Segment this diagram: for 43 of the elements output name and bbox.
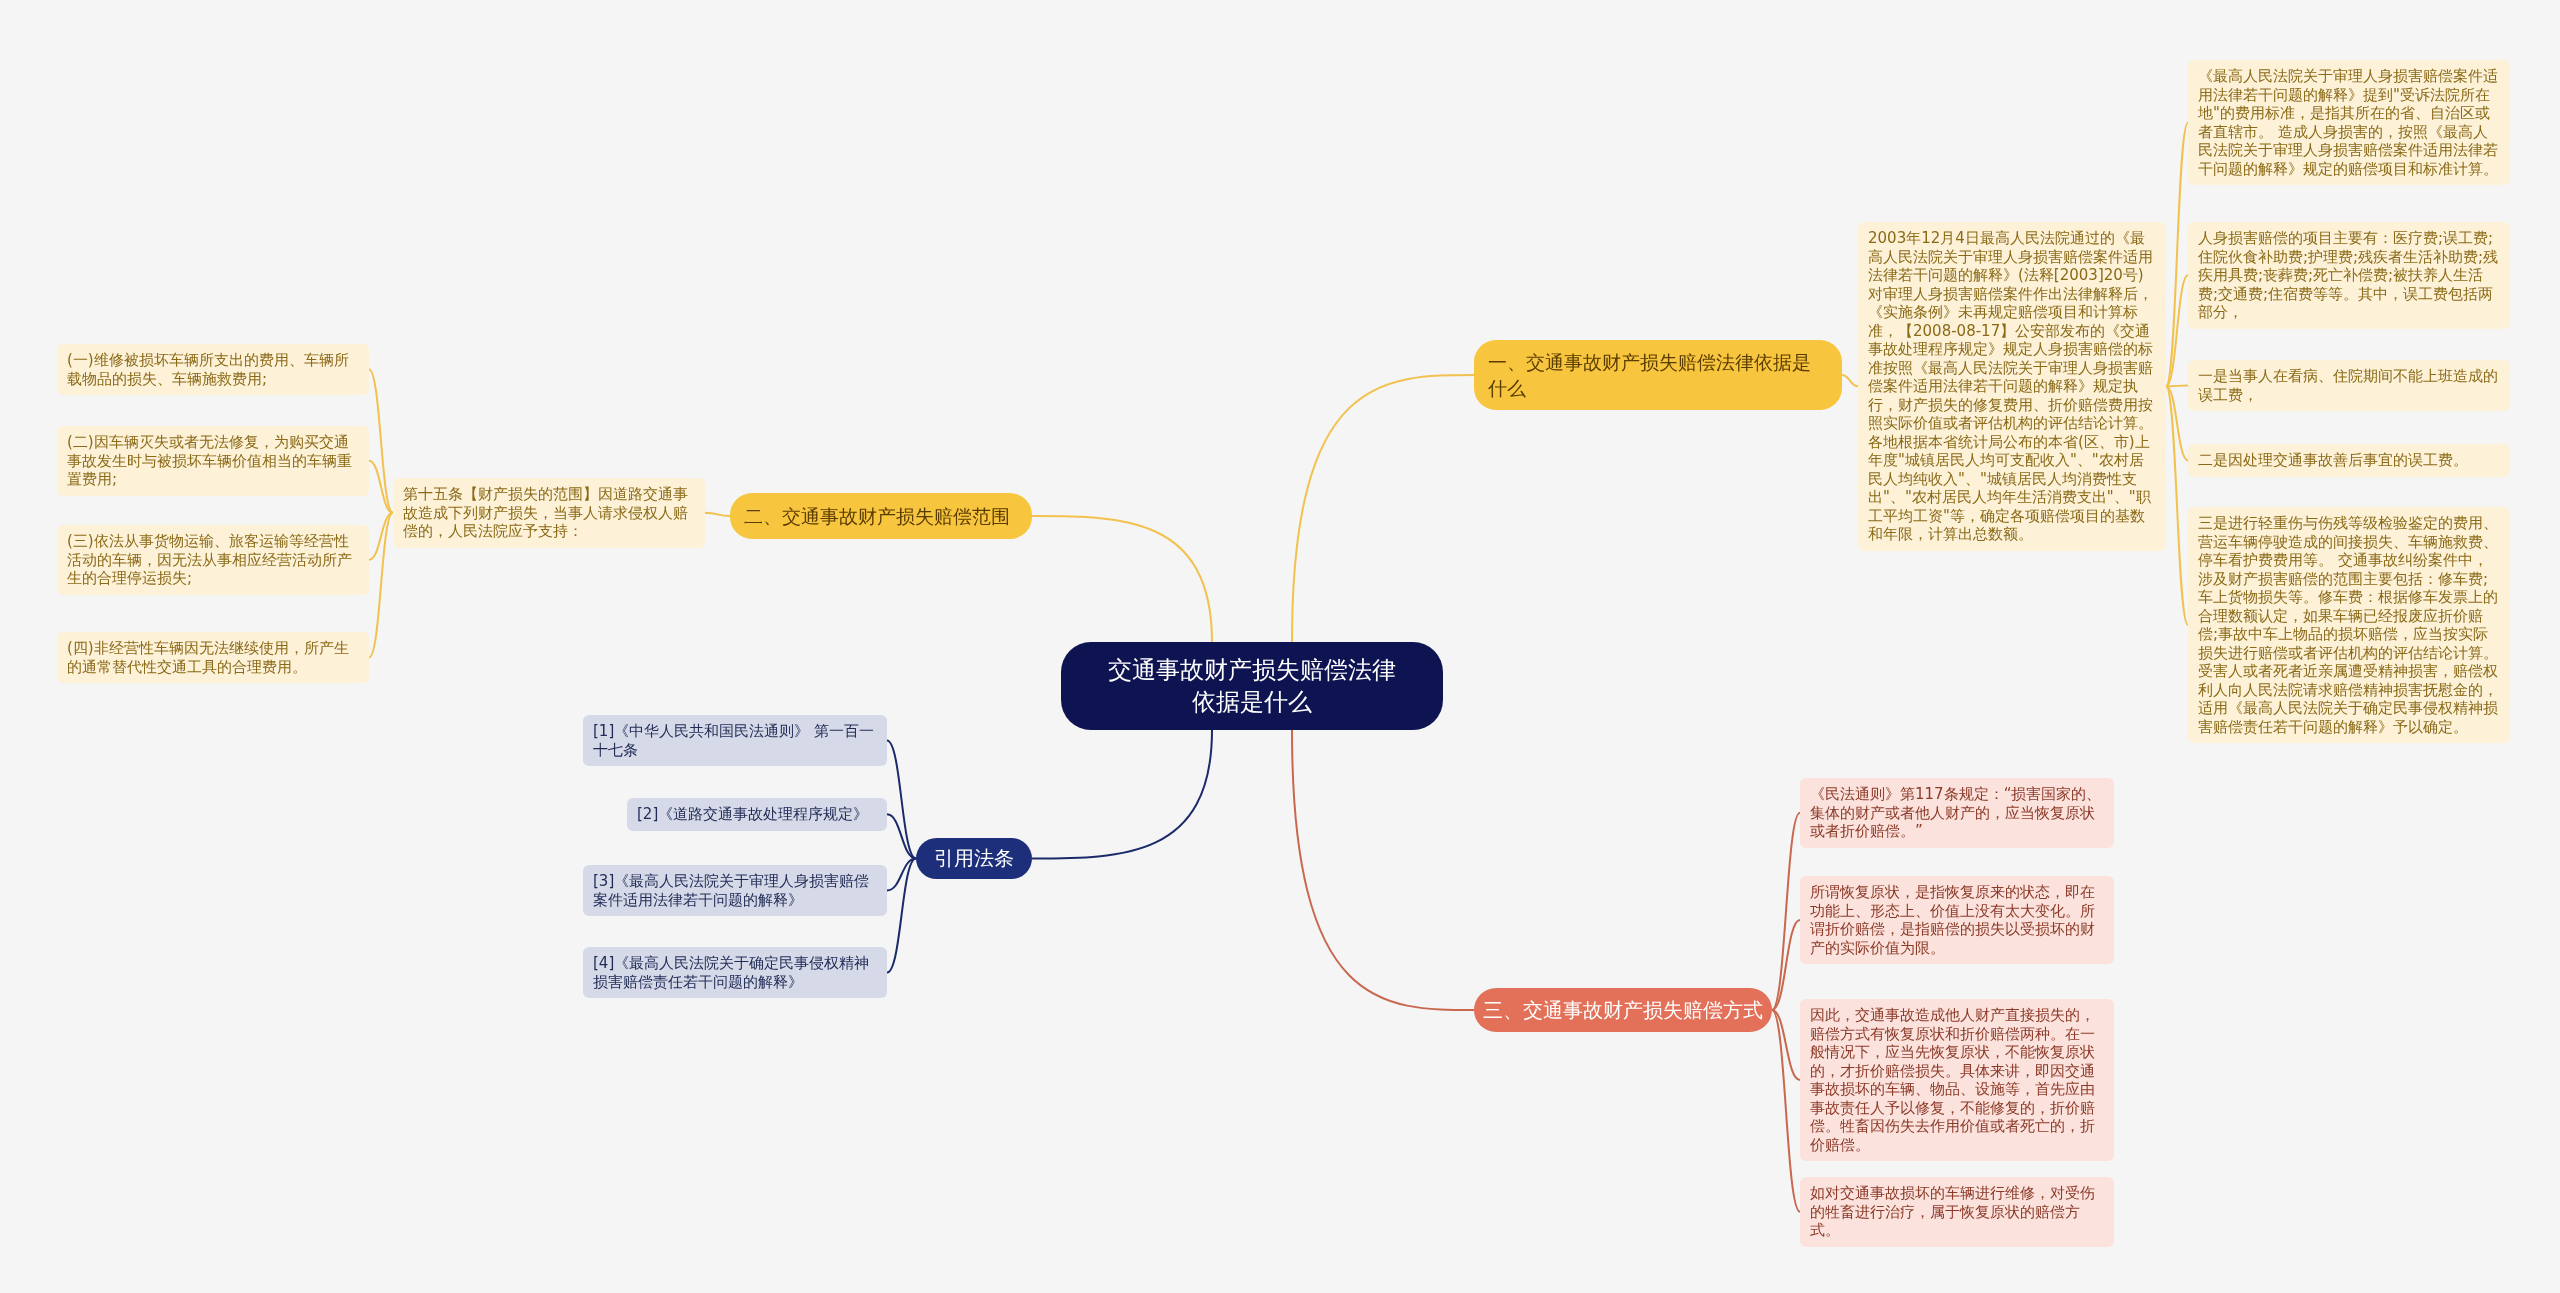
connector-line [1031,515,1213,643]
branch-box: 三、交通事故财产损失赔偿方式 [1474,988,1772,1032]
note-box: 人身损害赔偿的项目主要有：医疗费;误工费;住院伙食补助费;护理费;残疾者生活补助费;残疾用具费;丧葬费;死亡补偿费;被扶养人生活费;交通费;住宿费等等。其中，误工费包括两部分， [2188,222,2510,329]
citation-box: [2]《道路交通事故处理程序规定》 [627,798,887,831]
branch-box: 二、交通事故财产损失赔偿范围 [730,493,1032,539]
connector-line [704,511,731,517]
connector-line [2165,274,2189,388]
note-box: 2003年12月4日最高人民法院通过的《最高人民法院关于审理人身损害赔偿案件适用法律若干问题的解释》(法释[2003]20号)对审理人身损害赔偿案件作出法律解释后，《实施条例》未再规定赔偿项目和计算标准，【2008-08-17】公安部发布的《交通事故处理程序规定》规定人身损害赔偿的标准按照《最高人民法院关于审理人身损害赔偿案件适用法律若干问题的解释》规定执行，财产损失的修复费用、折价赔偿费用按照实际价值或者评估机构的评估结论计算。各地根据本省统计局公布的本省(区、市)上年度"城镇居民人均可支配收入"、"农村居民人均纯收入"、"城镇居民人均消费性支出"、"农村居民人均年生活消费支出"、"职工平均工资"等，确定各项赔偿项目的基数和年限，计算出总数额。 [1858,222,2166,551]
note-box: 第十五条【财产损失的范围】因道路交通事故造成下列财产损失，当事人请求侵权人赔偿的，人民法院应予支持： [393,478,705,548]
connector-line [2165,385,2189,626]
citation-box: [4]《最高人民法院关于确定民事侵权精神损害赔偿责任若干问题的解释》 [583,947,887,998]
note-box: 如对交通事故损坏的车辆进行维修，对受伤的牲畜进行治疗，属于恢复原状的赔偿方式。 [1800,1177,2114,1247]
connector-line [1771,1009,1801,1081]
note-box: 三是进行轻重伤与伤残等级检验鉴定的费用、营运车辆停驶造成的间接损失、车辆施救费、停车看护费费用等。 交通事故纠纷案件中，涉及财产损害赔偿的范围主要包括：修车费;车上货物损失等。修车费：根据修车发票上的合理数额认定，如果车辆已经报废应折价赔偿;事故中车上物品的损坏赔偿，应当按实际损失进行赔偿或者评估机构的评估结论计算。受害人或者死者近亲属遭受精神损害，赔偿权利人向人民法院请求赔偿精神损害抚慰金的，适用《最高人民法院关于确定民事侵权精神损害赔偿责任若干问题的解释》予以确定。 [2188,507,2510,743]
note-box: 《最高人民法院关于审理人身损害赔偿案件适用法律若干问题的解释》提到"受诉法院所在地"的费用标准，是指其所在的省、自治区或者直辖市。 造成人身损害的，按照《最高人民法院关于审理人身损害赔偿案件适用法律若干问题的解释》规定的赔偿项目和标准计算。 [2188,60,2510,185]
connector-line [368,459,394,514]
connector-line [2165,385,2189,462]
note-box: (四)非经营性车辆因无法继续使用，所产生的通常替代性交通工具的合理费用。 [57,632,369,683]
citation-box: [1]《中华人民共和国民法通则》 第一百一十七条 [583,715,887,766]
connector-line [368,511,394,659]
connector-line [886,739,917,860]
note-box: (三)依法从事货物运输、旅客运输等经营性活动的车辆，因无法从事相应经营活动所产生的合理停运损失; [57,525,369,595]
note-box: 二是因处理交通事故善后事宜的误工费。 [2188,444,2510,477]
connector-line [886,857,917,974]
note-box: (一)维修被损坏车辆所支出的费用、车辆所载物品的损失、车辆施救费用; [57,344,369,395]
note-box: 因此，交通事故造成他人财产直接损失的，赔偿方式有恢复原状和折价赔偿两种。在一般情况下，应当先恢复原状，不能恢复原状的，才折价赔偿损失。具体来讲，即因交通事故损坏的车辆、物品、设施等，首先应由事故责任人予以修复，不能修复的，折价赔偿。牲畜因伤失去作用价值或者死亡的，折价赔偿。 [1800,999,2114,1161]
connector-line [2165,384,2189,388]
central-topic-box: 交通事故财产损失赔偿法律依据是什么 [1061,642,1443,730]
note-box: 《民法通则》第117条规定：“损害国家的、集体的财产或者他人财产的，应当恢复原状或者折价赔偿。” [1800,778,2114,848]
connector-line [1841,374,1859,388]
connector-line [1031,729,1213,860]
connector-line [1771,919,1801,1011]
connector-line [1771,1009,1801,1213]
connector-line [368,511,394,561]
note-box: 所谓恢复原状，是指恢复原来的状态，即在功能上、形态上、价值上没有太大变化。所谓折价赔偿，是指赔偿的损失以受损坏的财产的实际价值为限。 [1800,876,2114,964]
note-box: (二)因车辆灭失或者无法修复，为购买交通事故发生时与被损坏车辆价值相当的车辆重置费用; [57,426,369,496]
connector-line [368,368,394,514]
connector-line [1291,374,1475,643]
note-box: 一是当事人在看病、住院期间不能上班造成的误工费， [2188,360,2510,411]
branch-box: 一、交通事故财产损失赔偿法律依据是什么 [1474,340,1842,410]
branch-box: 引用法条 [916,838,1032,879]
citation-box: [3]《最高人民法院关于审理人身损害赔偿案件适用法律若干问题的解释》 [583,865,887,916]
connector-line [1291,729,1475,1011]
